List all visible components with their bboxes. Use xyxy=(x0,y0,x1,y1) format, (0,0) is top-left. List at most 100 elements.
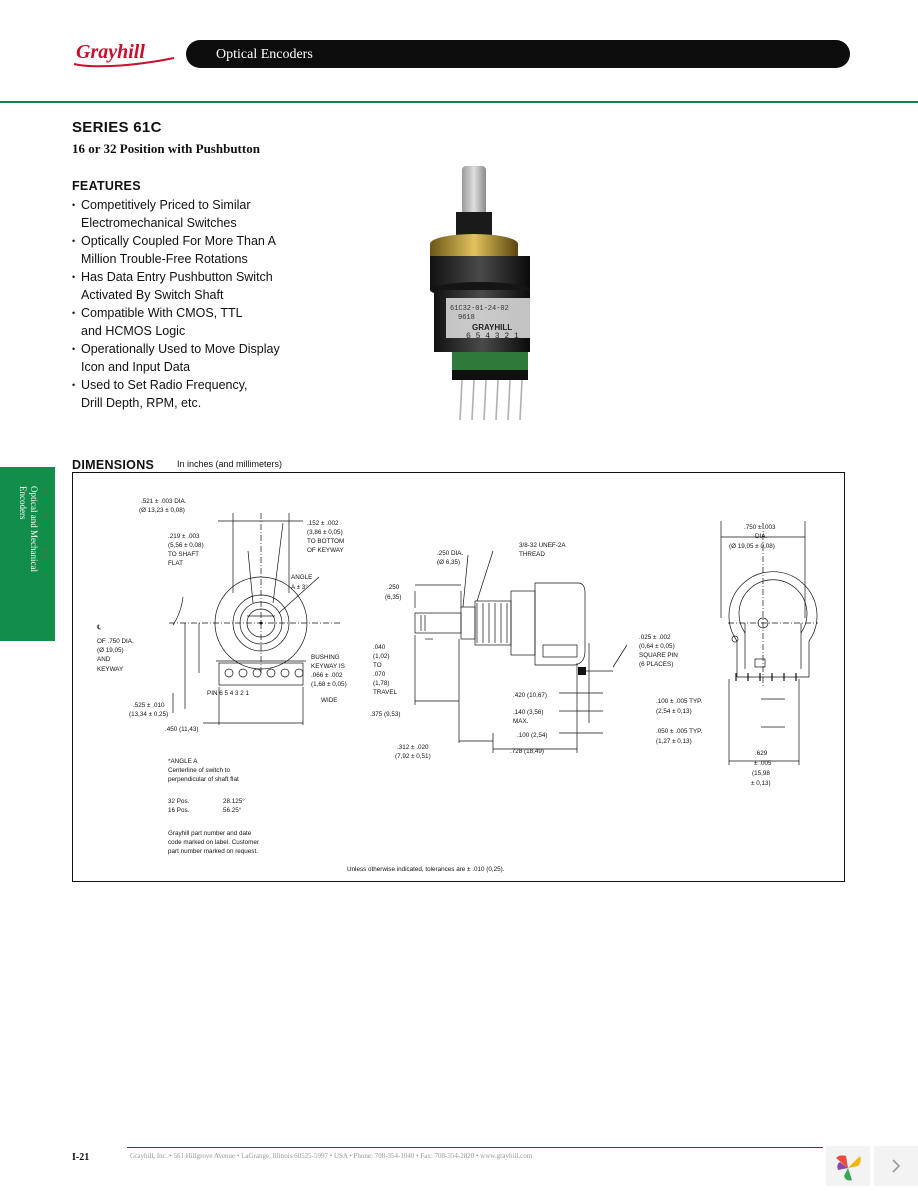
svg-text:Grayhill part number and date: Grayhill part number and date xyxy=(168,830,252,837)
svg-text:ANGLE: ANGLE xyxy=(291,574,312,581)
svg-text:32 Pos.: 32 Pos. xyxy=(168,798,190,805)
svg-text:(6,35): (6,35) xyxy=(385,594,401,601)
svg-text:56.25°: 56.25° xyxy=(223,806,242,814)
dimensions-heading: DIMENSIONS xyxy=(72,458,155,472)
svg-text:9618: 9618 xyxy=(458,314,475,322)
svg-text:DIA.: DIA. xyxy=(755,533,767,540)
svg-text:28.125°: 28.125° xyxy=(223,797,245,805)
svg-text:.219 ± .003: .219 ± .003 xyxy=(168,533,200,540)
svg-text:(Ø 13,23 ± 0,08): (Ø 13,23 ± 0,08) xyxy=(139,507,185,514)
svg-text:part number marked on request.: part number marked on request. xyxy=(168,848,258,855)
svg-text:.152 ± .002: .152 ± .002 xyxy=(307,520,339,527)
feature-item: Used to Set Radio Frequency,Drill Depth,… xyxy=(72,376,342,412)
svg-text:(1,68 ± 0,05): (1,68 ± 0,05) xyxy=(311,681,347,688)
svg-text:.750 ± .003: .750 ± .003 xyxy=(744,524,776,531)
svg-text:(1,78): (1,78) xyxy=(373,680,389,687)
svg-text:BUSHING: BUSHING xyxy=(311,654,340,661)
front-view xyxy=(169,513,341,725)
grayhill-logo: Grayhill xyxy=(73,41,175,68)
svg-text:.070: .070 xyxy=(373,671,386,678)
svg-text:PIN 6 5 4 3 2 1: PIN 6 5 4 3 2 1 xyxy=(207,690,250,697)
svg-text:.025 ± .002: .025 ± .002 xyxy=(639,634,671,641)
svg-text:(7,92 ± 0,51): (7,92 ± 0,51) xyxy=(395,753,431,760)
dimension-drawing: .521 ± .003 DIA. (Ø 13,23 ± 0,08) .219 ±… xyxy=(72,472,845,882)
features-heading: FEATURES xyxy=(72,179,141,193)
svg-text:Grayhill: Grayhill xyxy=(76,41,145,63)
svg-text:KEYWAY: KEYWAY xyxy=(97,666,124,673)
svg-text:(1,02): (1,02) xyxy=(373,653,389,660)
svg-text:.420 (10,67): .420 (10,67) xyxy=(513,692,547,699)
svg-text:.050 ± .005 TYP.: .050 ± .005 TYP. xyxy=(656,728,703,735)
svg-text:(2,54 ± 0,13): (2,54 ± 0,13) xyxy=(656,708,692,715)
chevron-right-icon xyxy=(892,1159,901,1173)
svg-text:SQUARE PIN: SQUARE PIN xyxy=(639,652,678,659)
svg-text:AND: AND xyxy=(97,656,111,663)
svg-text:℄: ℄ xyxy=(96,624,101,631)
section-title: Optical Encoders xyxy=(216,47,313,62)
dimension-drawing-svg: .521 ± .003 DIA. (Ø 13,23 ± 0,08) .219 ±… xyxy=(96,498,818,873)
svg-text:(15,98: (15,98 xyxy=(752,770,770,777)
svg-text:TRAVEL: TRAVEL xyxy=(373,689,398,696)
svg-text:.040: .040 xyxy=(373,644,386,651)
svg-text:.100 (2,54): .100 (2,54) xyxy=(517,732,547,739)
svg-text:A ± 3°: A ± 3° xyxy=(291,583,308,591)
pinwheel-logo-icon[interactable] xyxy=(826,1146,870,1186)
svg-text:.450 (11,43): .450 (11,43) xyxy=(165,726,199,733)
svg-text:.250: .250 xyxy=(387,584,400,591)
series-subtitle: 16 or 32 Position with Pushbutton xyxy=(72,141,260,156)
svg-text:(13,34 ± 0,25): (13,34 ± 0,25) xyxy=(129,711,168,718)
svg-text:FLAT: FLAT xyxy=(168,560,183,567)
page-number: I-21 xyxy=(72,1152,90,1163)
footer-address: Grayhill, Inc. • 561 Hillgrove Avenue • … xyxy=(130,1152,533,1160)
svg-text:code marked on label. Customer: code marked on label. Customer xyxy=(168,839,259,846)
svg-text:(Ø 19,05 ± 0,08): (Ø 19,05 ± 0,08) xyxy=(729,543,775,550)
feature-item: Optically Coupled For More Than AMillion… xyxy=(72,232,342,268)
svg-text:(3,86 ± 0,05): (3,86 ± 0,05) xyxy=(307,529,343,536)
svg-text:TO: TO xyxy=(373,662,382,669)
next-page-button[interactable] xyxy=(874,1146,918,1186)
svg-text:3/8-32 UNEF-2A: 3/8-32 UNEF-2A xyxy=(519,542,566,549)
svg-text:KEYWAY IS: KEYWAY IS xyxy=(311,663,345,670)
svg-text:OF .750 DIA.: OF .750 DIA. xyxy=(97,638,134,645)
feature-item: Has Data Entry Pushbutton SwitchActivate… xyxy=(72,268,342,304)
svg-text:perpendicular of shaft flat: perpendicular of shaft flat xyxy=(168,776,239,783)
svg-text:.250 DIA.: .250 DIA. xyxy=(437,550,464,557)
svg-text:WIDE: WIDE xyxy=(321,697,337,704)
feature-item: Competitively Priced to SimilarElectrome… xyxy=(72,196,342,232)
svg-text:.375 (9,53): .375 (9,53) xyxy=(370,711,400,718)
svg-text:THREAD: THREAD xyxy=(519,551,545,558)
dimensions-units-note: In inches (and millimeters) xyxy=(177,459,283,469)
svg-text:61C32-01-24-02: 61C32-01-24-02 xyxy=(450,305,509,313)
svg-text:.629: .629 xyxy=(755,750,768,757)
rear-view xyxy=(720,521,818,765)
svg-text:± .005: ± .005 xyxy=(754,760,772,767)
svg-text:± 0,13): ± 0,13) xyxy=(751,780,771,787)
svg-text:GRAYHILL: GRAYHILL xyxy=(472,323,512,332)
svg-text:TO BOTTOM: TO BOTTOM xyxy=(307,538,344,545)
features-list: Competitively Priced to SimilarElectrome… xyxy=(72,196,342,412)
side-view xyxy=(414,550,628,753)
svg-text:(Ø 6,35): (Ø 6,35) xyxy=(437,559,460,566)
svg-text:TO SHAFT: TO SHAFT xyxy=(168,551,199,558)
svg-text:(Ø 19,05): (Ø 19,05) xyxy=(97,647,124,654)
header-bar xyxy=(186,40,850,68)
svg-text:6 5 4 3 2 1: 6 5 4 3 2 1 xyxy=(466,332,519,341)
svg-text:.066 ± .002: .066 ± .002 xyxy=(311,672,343,679)
svg-text:Unless otherwise indicated, to: Unless otherwise indicated, tolerances a… xyxy=(347,866,505,873)
svg-text:.521 ± .003 DIA.: .521 ± .003 DIA. xyxy=(141,498,187,505)
svg-text:OF KEYWAY: OF KEYWAY xyxy=(307,547,345,554)
svg-text:(6 PLACES): (6 PLACES) xyxy=(639,661,673,668)
svg-text:Centerline of switch to: Centerline of switch to xyxy=(168,767,230,774)
svg-text:.140 (3,56): .140 (3,56) xyxy=(513,709,543,716)
svg-text:MAX.: MAX. xyxy=(513,718,529,725)
svg-text:(1,27 ± 0,13): (1,27 ± 0,13) xyxy=(656,738,692,745)
section-side-tab xyxy=(0,467,55,641)
svg-text:.525 ± .010: .525 ± .010 xyxy=(133,702,165,709)
header-rule xyxy=(0,101,918,103)
svg-text:16 Pos.: 16 Pos. xyxy=(168,807,190,814)
encoder-photo: 61C32-01-24-02 9618 GRAYHILL 6 5 4 3 2 1 xyxy=(430,166,530,421)
series-title: SERIES 61C xyxy=(72,119,162,136)
